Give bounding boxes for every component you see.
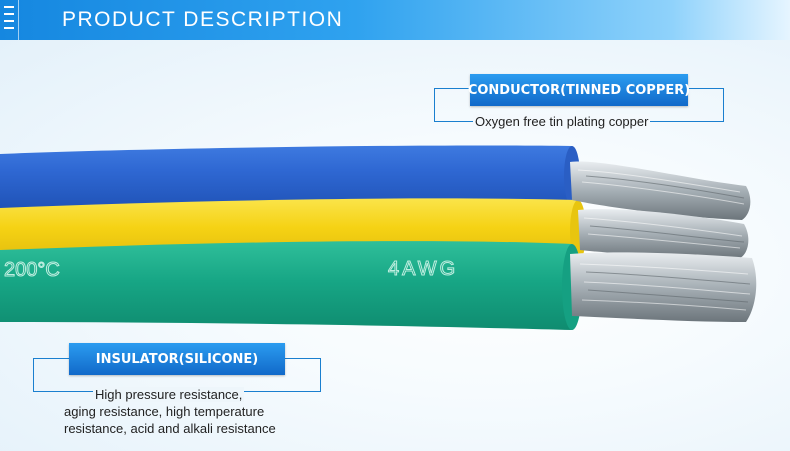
tinned-copper-strands bbox=[570, 161, 757, 322]
menu-icon[interactable] bbox=[0, 0, 19, 40]
insulator-label: INSULATOR(SILICONE) bbox=[69, 343, 285, 375]
page-title: PRODUCT DESCRIPTION bbox=[62, 8, 344, 31]
conductor-description: Oxygen free tin plating copper bbox=[473, 114, 651, 129]
insulator-description-line-2: aging resistance, high temperature bbox=[64, 404, 265, 419]
green-wire bbox=[0, 241, 572, 330]
cable-marking-gauge: 4AWG bbox=[388, 258, 458, 280]
cable-illustration: 200°C 4AWG bbox=[0, 145, 757, 330]
header-banner: PRODUCT DESCRIPTION bbox=[0, 0, 790, 40]
conductor-label: CONDUCTOR(TINNED COPPER) bbox=[468, 74, 690, 106]
insulator-description-line-3: resistance, acid and alkali resistance bbox=[64, 421, 276, 436]
blue-wire bbox=[0, 145, 572, 216]
cable-marking-temperature: 200°C bbox=[4, 259, 60, 281]
insulator-description-line-1: High pressure resistance, bbox=[93, 387, 245, 402]
